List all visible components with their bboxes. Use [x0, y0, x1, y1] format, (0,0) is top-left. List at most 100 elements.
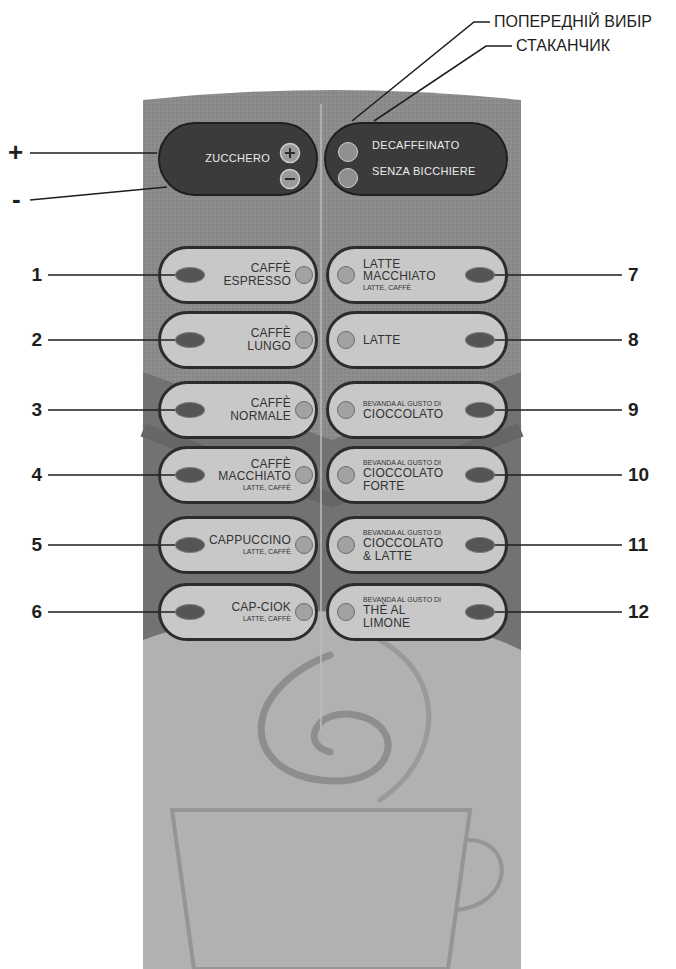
callout-label: СТАКАНЧИК	[516, 38, 610, 54]
indicator-lamp	[465, 267, 495, 283]
panel-light-area	[143, 611, 521, 969]
selection-key	[295, 603, 313, 621]
button-subtitle: LATTE, CAFFÈ	[243, 484, 291, 491]
leader-line	[495, 544, 622, 546]
button-fill	[159, 247, 317, 303]
button-label: CIOCCOLATO & LATTE	[363, 537, 453, 562]
leader-line	[495, 474, 622, 476]
minus-key	[279, 168, 301, 190]
option-button-group: ZUCCHERO	[158, 122, 318, 196]
steam-swirl	[380, 640, 429, 800]
button-fill	[327, 312, 507, 368]
selection-key	[295, 466, 313, 484]
steam-swirl	[261, 655, 388, 781]
leader-line	[374, 46, 512, 121]
button-subtitle: BEVANDA AL GUSTO DI	[363, 529, 441, 536]
leader-line	[495, 339, 622, 341]
button-fill	[159, 382, 317, 438]
selection-key	[337, 266, 355, 284]
callout-number: 11	[628, 535, 648, 554]
leader-line	[48, 409, 175, 411]
button-label: LATTE	[363, 334, 400, 347]
indicator-lamp	[465, 402, 495, 418]
indicator-lamp	[465, 467, 495, 483]
button-label: CIOCCOLATO	[363, 408, 443, 421]
button-fill	[327, 517, 507, 573]
option-button-group: DECAFFEINATO SENZA BICCHIERE	[324, 122, 508, 196]
leader-line	[48, 339, 175, 341]
indicator-lamp	[465, 332, 495, 348]
button-label: CAFFÈ MACCHIATO	[207, 458, 291, 483]
callout-number: 10	[628, 465, 649, 484]
button-label: CAPPUCCINO	[209, 534, 291, 547]
callout-sign: -	[12, 186, 21, 212]
button-label: DECAFFEINATO	[372, 140, 460, 152]
plus-key	[279, 142, 301, 164]
button-label: ZUCCHERO	[205, 153, 270, 165]
panel-body	[143, 90, 521, 969]
leader-line	[48, 474, 175, 476]
selection-key	[337, 401, 355, 419]
leader-line	[495, 409, 622, 411]
indicator-lamp	[175, 402, 205, 418]
callout-number: 12	[628, 602, 649, 621]
button-label: THÈ AL LIMONE	[363, 604, 453, 629]
leader-line	[352, 22, 490, 121]
callout-number: 7	[628, 265, 639, 284]
button-label: CAP-CIOK	[231, 601, 291, 614]
button-label: CAFFÈ ESPRESSO	[207, 262, 291, 287]
button-fill	[159, 584, 317, 640]
leader-line	[495, 611, 622, 613]
divider-line	[320, 104, 322, 730]
callout-sign: +	[8, 139, 23, 165]
selection-key	[295, 266, 313, 284]
drink-button: CAP-CIOKLATTE, CAFFÈ	[158, 583, 318, 641]
callout-number: 4	[8, 465, 42, 484]
button-label: CAFFÈ LUNGO	[207, 327, 291, 352]
indicator-lamp	[465, 604, 495, 620]
button-label: SENZA BICCHIERE	[372, 166, 476, 178]
button-label: CAFFÈ NORMALE	[207, 397, 291, 422]
drink-button: BEVANDA AL GUSTO DITHÈ AL LIMONE	[326, 583, 508, 641]
selection-key	[295, 401, 313, 419]
callout-number: 1	[8, 265, 42, 284]
indicator-lamp	[175, 467, 205, 483]
button-fill	[327, 584, 507, 640]
drink-button: BEVANDA AL GUSTO DICIOCCOLATO	[326, 381, 508, 439]
button-fill	[327, 447, 507, 503]
button-subtitle: LATTE, CAFFÈ	[243, 548, 291, 555]
drink-button: CAFFÈ LUNGO	[158, 311, 318, 369]
selection-key	[337, 603, 355, 621]
button-subtitle: BEVANDA AL GUSTO DI	[363, 459, 441, 466]
button-fill	[159, 517, 317, 573]
button-subtitle: BEVANDA AL GUSTO DI	[363, 596, 441, 603]
button-fill	[327, 247, 507, 303]
selection-key	[295, 536, 313, 554]
callout-number: 6	[8, 602, 42, 621]
leader-line	[48, 544, 175, 546]
leader-line	[30, 152, 157, 154]
indicator-lamp	[175, 267, 205, 283]
drink-button: BEVANDA AL GUSTO DICIOCCOLATO FORTE	[326, 446, 508, 504]
indicator-lamp	[175, 537, 205, 553]
button-subtitle: LATTE, CAFFÈ	[363, 284, 411, 291]
drink-button: CAPPUCCINOLATTE, CAFFÈ	[158, 516, 318, 574]
callout-number: 3	[8, 400, 42, 419]
indicator-lamp	[175, 604, 205, 620]
callout-label: ПОПЕРЕДНІЙ ВИБІР	[494, 14, 652, 30]
drink-button: CAFFÈ NORMALE	[158, 381, 318, 439]
button-subtitle: LATTE, CAFFÈ	[243, 615, 291, 622]
drink-button: CAFFÈ MACCHIATOLATTE, CAFFÈ	[158, 446, 318, 504]
selection-key	[338, 142, 358, 162]
button-fill	[159, 312, 317, 368]
leader-line	[48, 274, 175, 276]
drink-button: LATTE	[326, 311, 508, 369]
selection-key	[338, 168, 358, 188]
drink-button: BEVANDA AL GUSTO DICIOCCOLATO & LATTE	[326, 516, 508, 574]
leader-line	[30, 187, 167, 200]
drink-button: LATTE MACCHIATOLATTE, CAFFÈ	[326, 246, 508, 304]
callout-number: 2	[8, 330, 42, 349]
button-fill	[159, 447, 317, 503]
